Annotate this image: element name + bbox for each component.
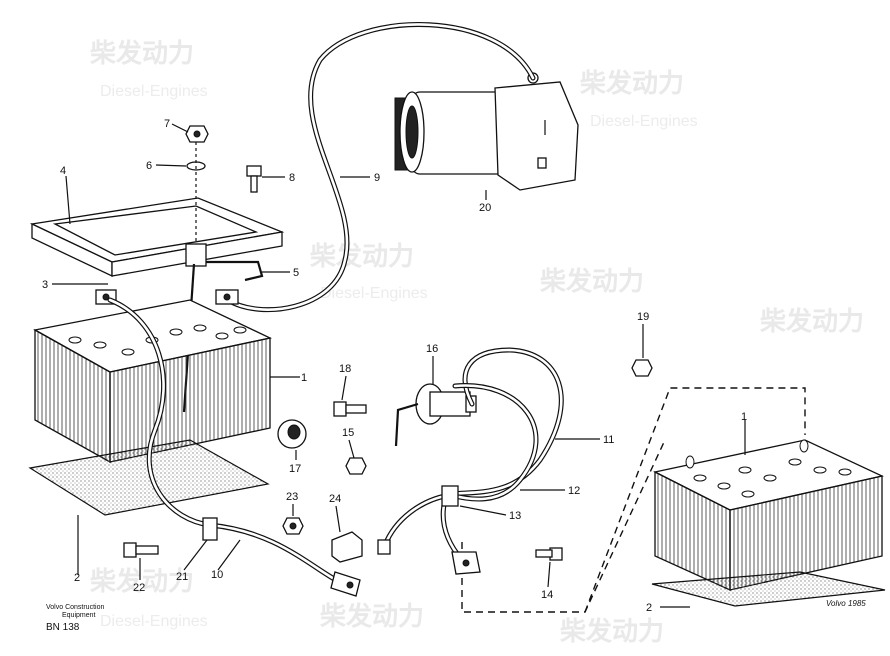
callout-23: 23 bbox=[286, 491, 298, 503]
bolt bbox=[246, 165, 262, 193]
callout-19: 19 bbox=[637, 311, 649, 323]
main-battery-switch bbox=[394, 383, 477, 447]
watermark-cn: 柴发动力 bbox=[319, 601, 424, 631]
callout-4: 4 bbox=[60, 165, 66, 177]
terminal-clamp bbox=[215, 289, 239, 305]
callout-24: 24 bbox=[329, 493, 341, 505]
footer-line2: Equipment bbox=[62, 612, 96, 619]
footer-block: Volvo Construction Equipment BN 138 Volv… bbox=[46, 599, 866, 633]
callout-21: 21 bbox=[176, 571, 188, 583]
watermark-cn: 柴发动力 bbox=[759, 306, 864, 336]
terminal-cover bbox=[331, 531, 363, 563]
starter-motor bbox=[394, 72, 579, 191]
callout-20: 20 bbox=[479, 202, 491, 214]
callout-6: 6 bbox=[146, 160, 152, 172]
callout-12: 12 bbox=[568, 485, 580, 497]
bolt bbox=[123, 542, 159, 558]
cable-lug bbox=[451, 551, 481, 575]
callout-13: 13 bbox=[509, 510, 521, 522]
battery-mat-right bbox=[651, 571, 886, 607]
footer-line1: Volvo Construction bbox=[46, 604, 104, 611]
watermark-cn: 柴发动力 bbox=[539, 266, 644, 296]
nut bbox=[185, 125, 209, 143]
callout-7: 7 bbox=[164, 118, 170, 130]
callout-8: 8 bbox=[289, 172, 295, 184]
bolt bbox=[333, 401, 367, 417]
battery-mat-left bbox=[28, 439, 270, 516]
watermark-cn: 柴发动力 bbox=[89, 38, 194, 68]
callout-17: 17 bbox=[289, 463, 301, 475]
callout-11: 11 bbox=[603, 434, 614, 446]
cable-lug bbox=[330, 571, 361, 597]
detail-reference-line bbox=[461, 439, 666, 613]
callout-5: 5 bbox=[293, 267, 299, 279]
footer-code: BN 138 bbox=[46, 622, 80, 633]
callout-14: 14 bbox=[541, 589, 553, 601]
cable-clip bbox=[202, 517, 218, 541]
callout-10: 10 bbox=[211, 569, 223, 581]
cable-clamp bbox=[441, 485, 459, 507]
watermark-cn: 柴发动力 bbox=[579, 68, 684, 98]
watermark-en: Diesel-Engines bbox=[100, 83, 208, 100]
drawing-signature: Volvo 1985 bbox=[826, 599, 866, 608]
nut bbox=[345, 457, 367, 475]
watermark-en: Diesel-Engines bbox=[100, 613, 208, 630]
callout-15: 15 bbox=[342, 427, 354, 439]
watermark-cn: 柴发动力 bbox=[309, 241, 414, 271]
callout-2: 2 bbox=[74, 572, 80, 584]
callout-22: 22 bbox=[133, 582, 145, 594]
battery-right bbox=[653, 439, 885, 592]
callout-labels: 1 1 2 2 3 4 5 6 7 8 9 10 11 12 13 14 15 … bbox=[42, 118, 747, 614]
callout-1: 1 bbox=[741, 411, 747, 423]
battery-clamp-frame bbox=[29, 197, 285, 282]
callout-2: 2 bbox=[646, 602, 652, 614]
callout-16: 16 bbox=[426, 343, 438, 355]
callout-9: 9 bbox=[374, 172, 380, 184]
nut bbox=[282, 517, 304, 535]
switch-cable bbox=[442, 347, 564, 498]
watermark-cn: 柴发动力 bbox=[89, 566, 194, 596]
leader-lines bbox=[52, 123, 746, 608]
nut bbox=[631, 359, 653, 377]
watermark-cn: 柴发动力 bbox=[559, 616, 664, 646]
callout-1: 1 bbox=[301, 372, 307, 384]
switch-cable-end bbox=[382, 492, 453, 548]
watermark-en: Diesel-Engines bbox=[320, 285, 428, 302]
rubber-grommet bbox=[277, 419, 307, 449]
callout-3: 3 bbox=[42, 279, 48, 291]
callout-18: 18 bbox=[339, 363, 351, 375]
watermark-group: 柴发动力 Diesel-Engines 柴发动力 Diesel-Engines … bbox=[89, 38, 864, 646]
watermark-en: Diesel-Engines bbox=[590, 113, 698, 130]
detail-reference-line bbox=[584, 387, 806, 613]
bolt bbox=[535, 547, 563, 561]
